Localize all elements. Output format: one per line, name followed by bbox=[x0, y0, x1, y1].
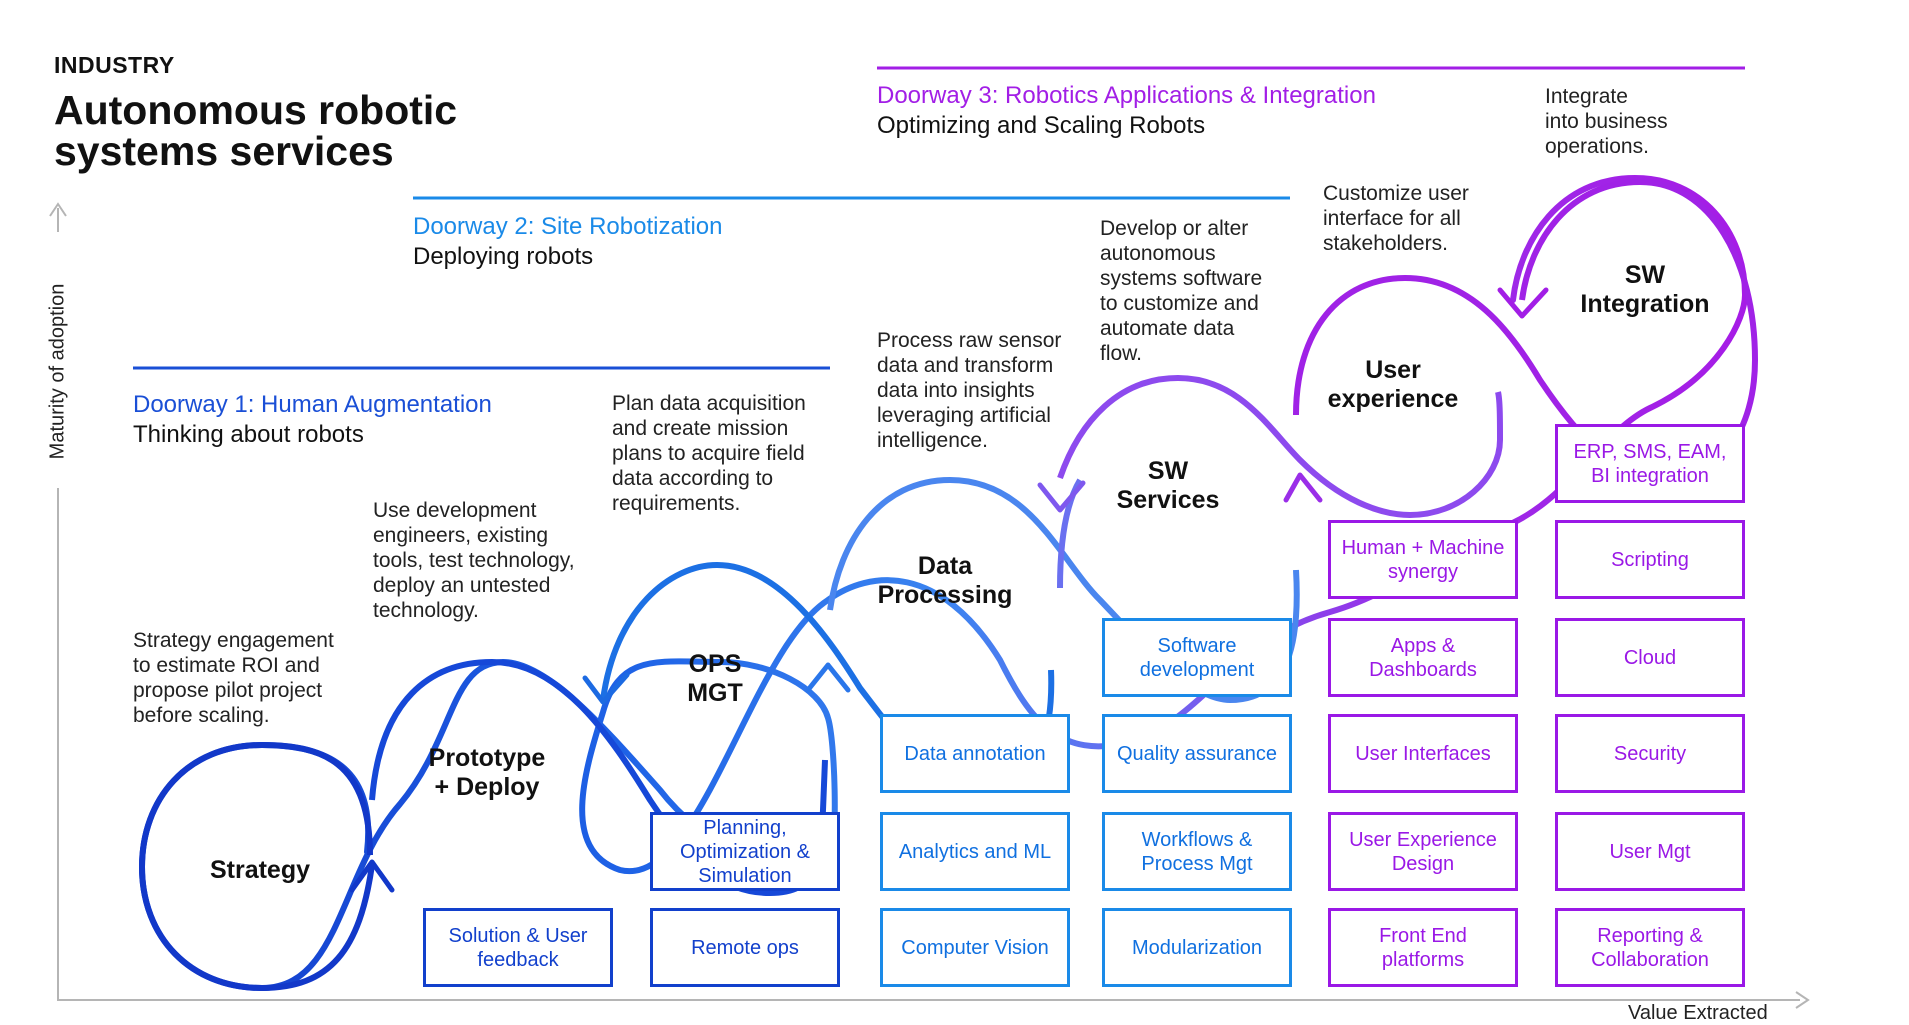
doorway-3-subtitle: Optimizing and Scaling Robots bbox=[877, 112, 1206, 139]
x-axis-arrow-icon bbox=[1795, 991, 1810, 1009]
service-box-user-mgt: User Mgt bbox=[1555, 812, 1745, 891]
stage-label-ops: OPS MGT bbox=[687, 650, 743, 707]
stage-label-user-experience: User experience bbox=[1327, 356, 1459, 413]
service-box-security: Security bbox=[1555, 714, 1745, 793]
stage-label-strategy: Strategy bbox=[209, 856, 311, 884]
stage-description-data: Process raw sensor data and transform da… bbox=[877, 329, 1062, 452]
doorway-3: Doorway 3: Robotics Applications & Integ… bbox=[877, 82, 1376, 140]
service-box-software-development: Software development bbox=[1102, 618, 1292, 697]
arrow-down-icon bbox=[1037, 480, 1086, 513]
eyebrow-label: INDUSTRY bbox=[54, 52, 175, 78]
stage-description-sw-services: Develop or alter autonomous systems soft… bbox=[1100, 217, 1263, 365]
doorway-3-title: Doorway 3: Robotics Applications & Integ… bbox=[877, 82, 1376, 109]
doorway-1-subtitle: Thinking about robots bbox=[133, 421, 364, 448]
axes bbox=[49, 202, 1810, 1009]
arrow-up-icon bbox=[349, 859, 395, 893]
service-box-scripting: Scripting bbox=[1555, 520, 1745, 599]
stage-description-user-experience: Customize user interface for all stakeho… bbox=[1323, 182, 1469, 255]
service-box-data-annotation: Data annotation bbox=[880, 714, 1070, 793]
stage-description-strategy: Strategy engagement to estimate ROI and … bbox=[133, 629, 334, 727]
service-box-human-machine: Human + Machine synergy bbox=[1328, 520, 1518, 599]
stage-label-integration: SW Integration bbox=[1580, 261, 1710, 318]
stage-description-integration: Integrate into business operations. bbox=[1545, 85, 1668, 158]
service-box-front-end: Front End platforms bbox=[1328, 908, 1518, 987]
service-box-remote-ops: Remote ops bbox=[650, 908, 840, 987]
service-box-ux-design: User Experience Design bbox=[1328, 812, 1518, 891]
doorway-2-title: Doorway 2: Site Robotization bbox=[413, 213, 723, 240]
doorway-1: Doorway 1: Human Augmentation Thinking a… bbox=[133, 391, 492, 449]
axis-frame bbox=[57, 488, 1800, 1001]
stage-label-sw-services: SW Services bbox=[1116, 457, 1220, 514]
service-box-planning: Planning, Optimization & Simulation bbox=[650, 812, 840, 891]
loop-sw-services bbox=[1057, 374, 1504, 519]
page-title: Autonomous robotic systems services bbox=[54, 87, 458, 174]
service-box-workflows: Workflows & Process Mgt bbox=[1102, 812, 1292, 891]
service-box-analytics-ml: Analytics and ML bbox=[880, 812, 1070, 891]
stage-label-data: Data Processing bbox=[877, 552, 1013, 609]
doorway-2-subtitle: Deploying robots bbox=[413, 243, 594, 270]
loop-strategy bbox=[138, 741, 375, 992]
service-box-cloud: Cloud bbox=[1555, 618, 1745, 697]
service-box-erp: ERP, SMS, EAM, BI integration bbox=[1555, 424, 1745, 503]
arrow-up-icon bbox=[1283, 472, 1323, 503]
service-box-solution-feedback: Solution & User feedback bbox=[423, 908, 613, 987]
service-box-reporting: Reporting & Collaboration bbox=[1555, 908, 1745, 987]
service-box-apps-dashboards: Apps & Dashboards bbox=[1328, 618, 1518, 697]
service-box-modularization: Modularization bbox=[1102, 908, 1292, 987]
arrow-down-icon bbox=[1497, 287, 1549, 319]
flow-arrows bbox=[349, 287, 1549, 893]
y-axis-arrow-icon bbox=[49, 202, 67, 217]
service-box-computer-vision: Computer Vision bbox=[880, 908, 1070, 987]
stage-description-ops: Plan data acquisition and create mission… bbox=[612, 392, 806, 515]
stage-description-prototype: Use development engineers, existing tool… bbox=[373, 499, 575, 622]
service-box-user-interfaces: User Interfaces bbox=[1328, 714, 1518, 793]
y-axis-label: Maturity of adoption bbox=[46, 283, 69, 460]
arrow-down-icon bbox=[582, 672, 630, 705]
arrow-up-icon bbox=[805, 662, 851, 693]
x-axis-label: Value Extracted bbox=[1628, 1002, 1768, 1024]
service-box-quality-assurance: Quality assurance bbox=[1102, 714, 1292, 793]
stage-label-prototype: Prototype + Deploy bbox=[428, 744, 546, 801]
doorway-1-title: Doorway 1: Human Augmentation bbox=[133, 391, 492, 418]
doorway-2: Doorway 2: Site Robotization Deploying r… bbox=[413, 213, 723, 271]
